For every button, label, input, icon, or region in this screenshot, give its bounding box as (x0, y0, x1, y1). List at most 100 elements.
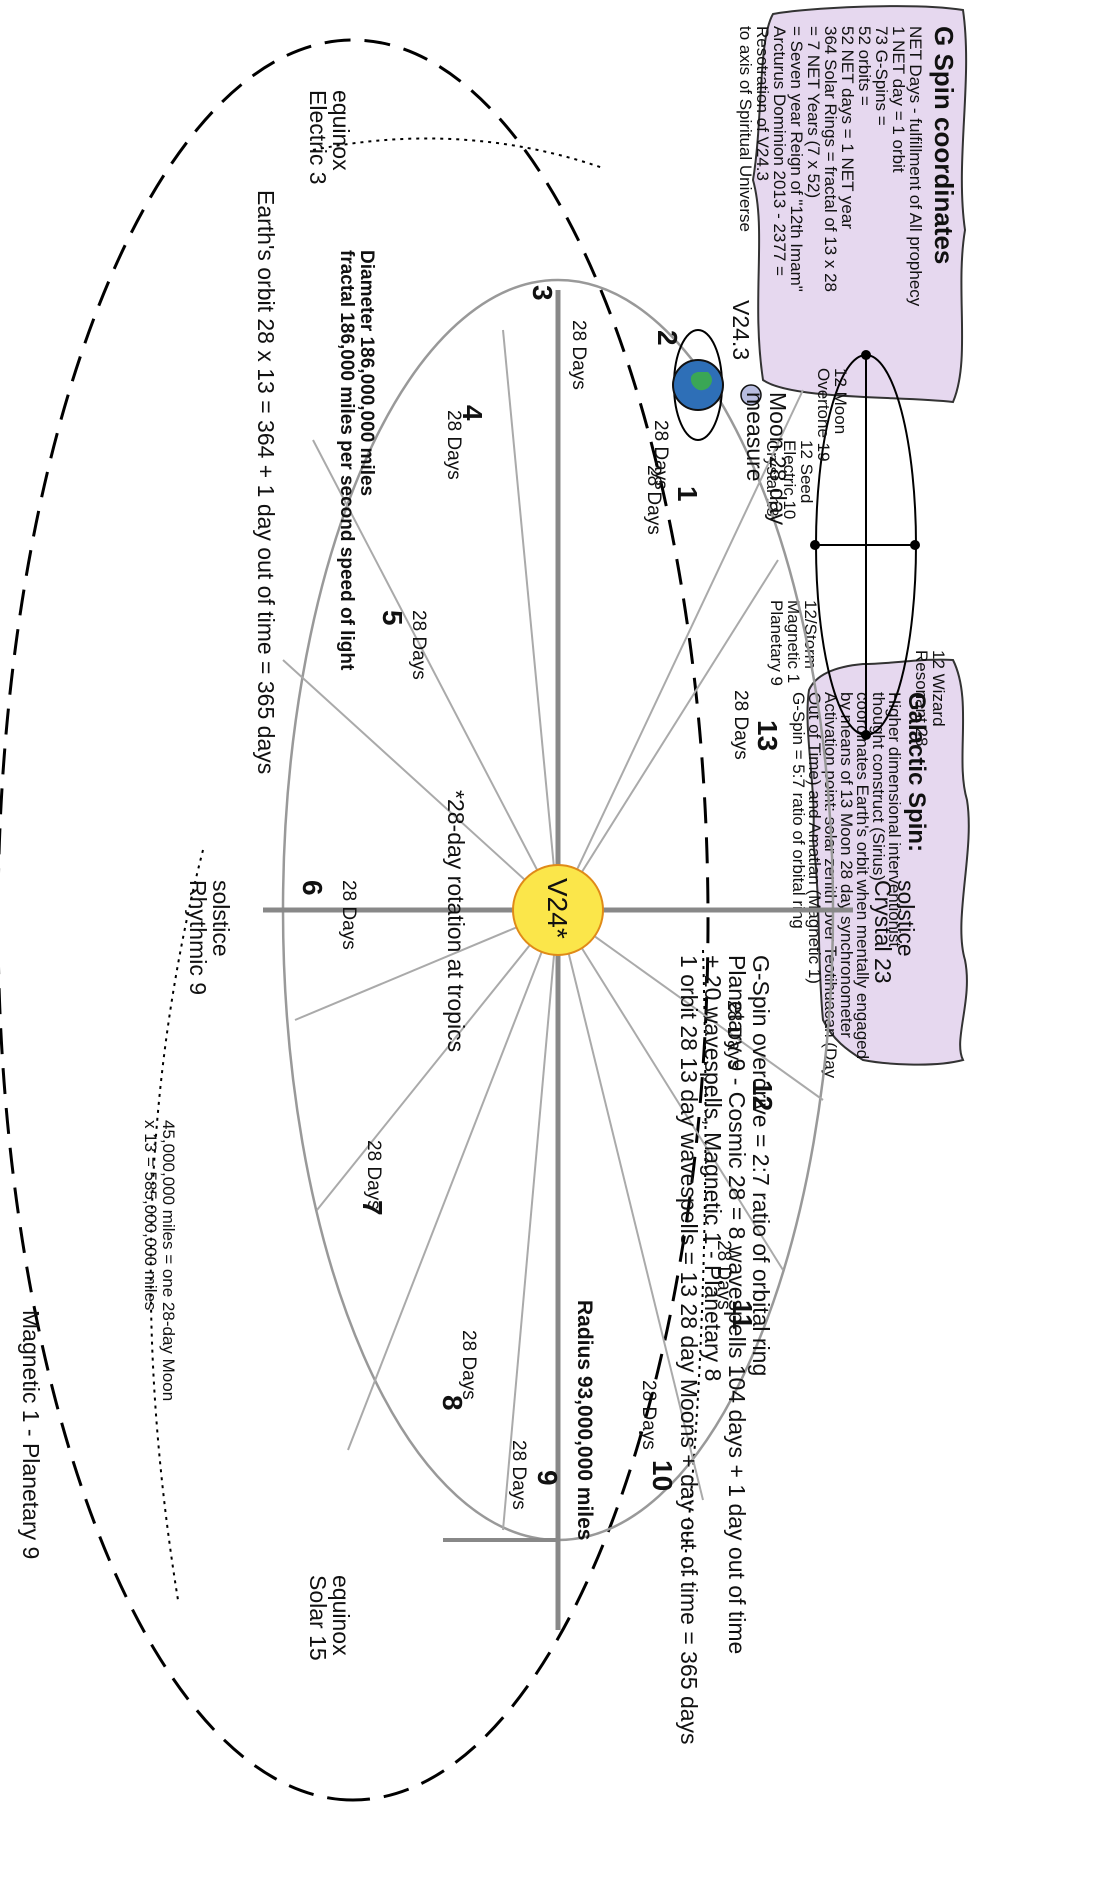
moon-days: 28 Days (408, 610, 429, 680)
moon-number: 3 (527, 285, 558, 301)
g-spin-line: 52 NET days = 1 NET year (838, 26, 857, 229)
g-spin-line: = 7 NET Years (7 x 52) (804, 26, 823, 198)
spoke (502, 329, 559, 911)
moon-days: 28 Days (508, 1440, 529, 1510)
g-spin-line: Arcturus Dominion 2013 - 2377 = (770, 26, 789, 276)
moon-days: 28 Days (458, 1330, 479, 1400)
overdrive-line: 1 orbit 28 13 day wavespells = 13 28 day… (676, 955, 702, 1745)
spoke (312, 439, 559, 911)
equinox-right-line: equinox (328, 1575, 354, 1656)
overdrive-line: + 20 wavespells, Magnetic 1 - Planetary … (700, 955, 726, 1381)
moon-ring-left-label: Crystal 18 (763, 440, 782, 517)
galactic-spin-line: Higher dimensional interventionist (885, 692, 904, 947)
spokes (282, 329, 824, 1531)
g-spin-line: 1 NET day = 1 orbit (889, 26, 908, 173)
g-spin-line: to axis of Spiritual Universe (736, 26, 755, 232)
galactic-spin-line: G-Spin = 5:7 ratio of orbital ring (789, 692, 808, 929)
g-spin-cloud (751, 5, 968, 404)
moon-ring-center-label: Planetary 9 (767, 600, 786, 686)
earth-label: V24.3 (728, 300, 754, 360)
moon-number: 9 (532, 1470, 563, 1486)
earth-land (690, 372, 712, 391)
moon-number: 13 (752, 720, 783, 751)
galactic-spin-title: Galactic Spin: (903, 692, 930, 852)
solstice-top-line: Crystal 23 (870, 880, 896, 984)
moon-days: 28 Days (650, 420, 671, 490)
moon-number: 7 (357, 1200, 388, 1216)
moon-ring-node (861, 350, 871, 360)
galactic-spin-line: thought construct (Sirius) (869, 692, 888, 881)
moon-number: 10 (647, 1460, 678, 1491)
spoke (557, 389, 804, 911)
equinox-left-line: Electric 3 (305, 90, 331, 185)
spoke (347, 909, 559, 1451)
moon-days: 28 Days (443, 410, 464, 480)
moon-ring-left-label: Electric 10 (780, 440, 799, 519)
moon-ring-center-label: 12/Storm (801, 600, 820, 669)
sun-icon (512, 864, 604, 956)
moon-days: 28 Days (713, 1240, 734, 1310)
moon-number: 2 (652, 330, 683, 346)
moon-ring-right-label: Resonant 28 (912, 650, 931, 746)
moon-icon (740, 384, 762, 406)
diameter-line: Diameter 186,000,000 miles (356, 250, 377, 496)
moon-ring-node (861, 730, 871, 740)
moon-ring: 12 Moon Overtone 19 12 Seed Electric 10 … (763, 350, 948, 746)
moon-ring-center-label: Magnetic 1 (784, 600, 803, 683)
g-spin-line: Resotration of V24.3 (753, 26, 772, 181)
moon-number: 1 (672, 486, 703, 502)
outer-orbit-dashed (0, 38, 710, 1802)
moon-ring-right-label: 12 Wizard (929, 650, 948, 727)
g-spin-line: = Seven year Reign of "12th Imam" (787, 26, 806, 292)
moon-ring-left-label: 12 Seed (797, 440, 816, 503)
g-spin-line: 52 orbits = (855, 26, 874, 106)
inner-dotted-arc (149, 137, 604, 1601)
equinox-left-line: equinox (328, 90, 354, 171)
equinox-right-line: Solar 15 (305, 1575, 331, 1661)
moon-ring-top-label: Overtone 19 (814, 368, 833, 462)
galactic-spin-line: by means of 13 Moon 28 day synchronomete… (837, 692, 856, 1038)
moon-measure-line: measure (742, 392, 768, 481)
moon-days: 28 Days (568, 320, 589, 390)
sun-label: V24* (542, 878, 573, 939)
g-spin-title: G Spin coordinates (929, 26, 959, 264)
inner-dotted-arc-top (682, 949, 707, 1581)
g-spin-line: NET Days - fulfillment of All prophecy (906, 26, 925, 307)
magnetic-outer-label: Magnetic 1 - Planetary 9 (18, 1310, 44, 1559)
g-spin-lines: NET Days - fulfillment of All prophecy 1… (736, 26, 925, 307)
moon-miles-line: x 13 = 585,000,000 miles (141, 1120, 160, 1310)
moon-number: 12 (747, 1080, 778, 1111)
spoke (557, 559, 779, 911)
g-spin-line: 73 G-Spins = (872, 26, 891, 126)
galactic-spin-line: coordinates Earth's orbit when mentally … (853, 692, 872, 1059)
moon-days: 28 Days (338, 880, 359, 950)
rotation-note: *28-day rotation at tropics (443, 790, 469, 1052)
spoke (557, 909, 824, 1101)
moon-measure-line: Moon 28 day (765, 392, 791, 525)
moon-segments: 1 28 Days 2 28 Days 3 28 Days 4 28 Days … (297, 285, 783, 1510)
moon-days: 28 Days (363, 1140, 384, 1210)
moon-ring-node (910, 540, 920, 550)
galactic-spin-cloud (806, 658, 970, 1066)
spoke (502, 909, 559, 1531)
moon-ring-node (810, 540, 820, 550)
spoke (282, 659, 559, 911)
earth-orbit-note: Earth's orbit 28 x 13 = 364 + 1 day out … (253, 190, 279, 774)
moon-days: 28 Days (730, 690, 751, 760)
spoke (557, 909, 784, 1271)
moon-ring-top-label: 12 Moon (831, 368, 850, 434)
moon-number: 4 (457, 405, 488, 421)
spoke (316, 909, 559, 1211)
moon-number: 5 (377, 610, 408, 626)
galactic-spin-line: Activation point: solar zenith over Teot… (821, 692, 840, 1079)
overdrive-line: Planetary 9 - Cosmic 28 = 8 wavespells 1… (724, 955, 750, 1654)
moon-days: 28 Days (638, 1380, 659, 1450)
solstice-bottom-line: Rhythmic 9 (185, 880, 211, 995)
moon-number: 8 (437, 1395, 468, 1411)
moon-miles-line: 45,000,000 miles = one 28-day Moon (159, 1120, 178, 1401)
solstice-bottom-line: solstice (208, 880, 234, 957)
spoke (557, 909, 704, 1501)
